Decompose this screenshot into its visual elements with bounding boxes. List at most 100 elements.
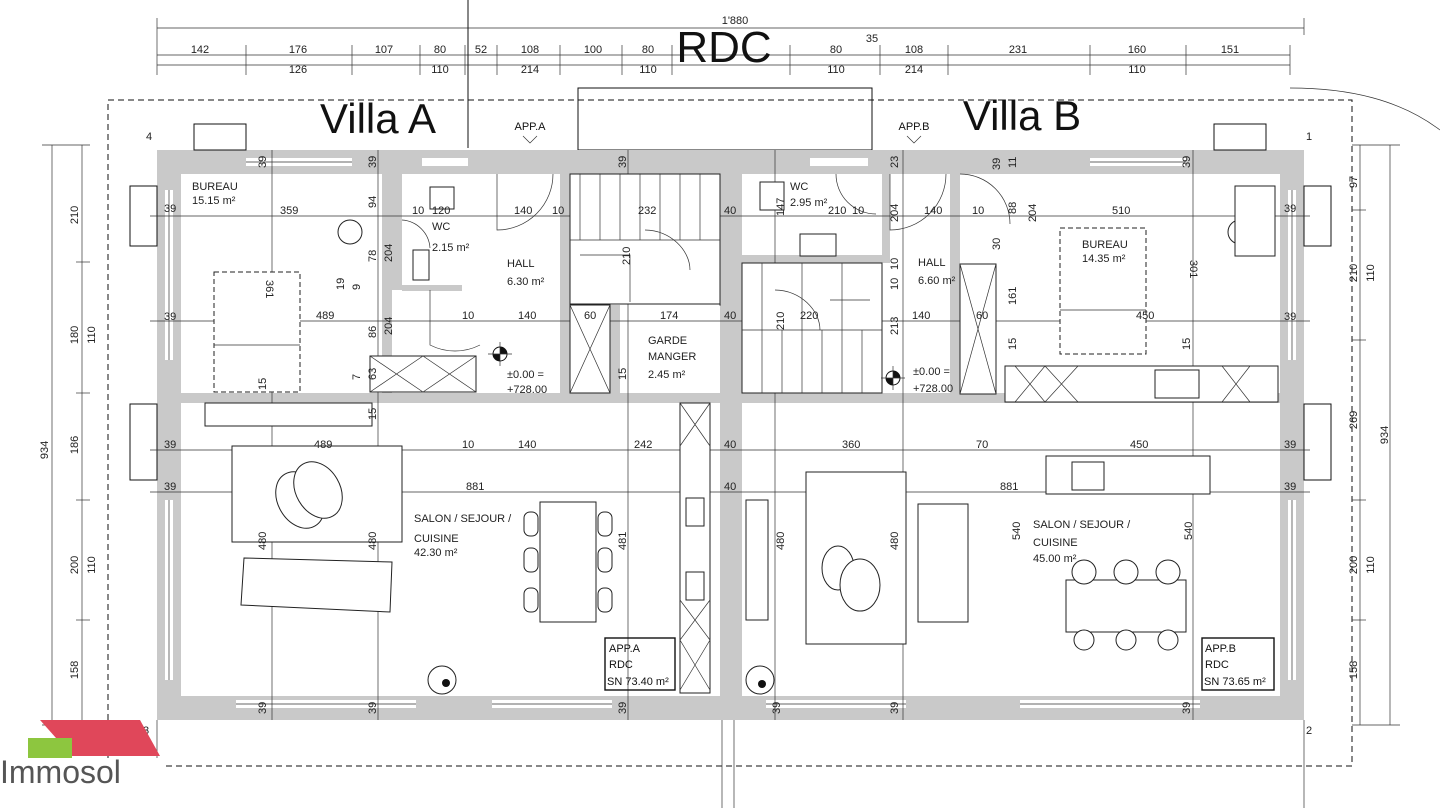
corner-number: 2 [1306, 725, 1312, 737]
dim-label: 140 [924, 205, 942, 217]
left-dim: 200 [69, 556, 81, 574]
dim-label: 7 [351, 374, 363, 380]
dim-label: 39 [164, 311, 176, 323]
dim-label: 39 [1284, 481, 1296, 493]
dim-label: 174 [660, 310, 678, 322]
dim-label: 204 [889, 204, 901, 222]
corner-number: 1 [1306, 131, 1312, 143]
dim-label: 450 [1136, 310, 1154, 322]
level-b-line2: +728.00 [913, 383, 953, 395]
dim-label: 361 [263, 280, 275, 298]
entrance-a-arrow [522, 135, 538, 144]
plot-boundary [107, 99, 1353, 767]
level-marker-a [488, 342, 512, 366]
room-bureau-b-area: 14.35 m² [1082, 253, 1126, 265]
porch-outline [577, 87, 873, 151]
dim-label: 11 [1007, 157, 1019, 168]
dim-label: 360 [842, 439, 860, 451]
window-lines [168, 161, 1293, 705]
villa-b-title: Villa B [963, 92, 1081, 139]
dim-label: 140 [514, 205, 532, 217]
terrace-lines [156, 720, 1305, 808]
overall-width-dim: 1'880 [722, 15, 749, 27]
dim-label: 10 [852, 205, 864, 217]
dim-label: 40 [724, 481, 736, 493]
room-wc-a-area: 2.15 m² [432, 242, 470, 254]
dim-label: 40 [724, 310, 736, 322]
room-wc-b-name: WC [790, 181, 808, 193]
summary-box-a: APP.A RDC SN 73.40 m² [604, 637, 676, 691]
dim-label: 140 [518, 310, 536, 322]
dim-label: 15 [367, 408, 379, 420]
room-salon-b-name1: SALON / SEJOUR / [1033, 519, 1131, 531]
dim-label: 15 [1007, 338, 1019, 350]
dim-label: 213 [889, 317, 901, 335]
dim-label: 140 [518, 439, 536, 451]
entrance-a-label: APP.A [515, 121, 547, 133]
dim-label: 204 [383, 244, 395, 262]
top-dim: 80 [434, 44, 446, 56]
dim-label: 78 [367, 250, 379, 262]
room-garde-name1: GARDE [648, 335, 687, 347]
right-dimension-chain [1352, 144, 1400, 726]
dim-label: 23 [889, 156, 901, 168]
dim-label: 450 [1130, 439, 1148, 451]
dim-label: 120 [432, 205, 450, 217]
dim-label: 39 [164, 203, 176, 215]
summary-a-line2: RDC [609, 659, 633, 671]
top-dim: 80 [830, 44, 842, 56]
room-wc-b-area: 2.95 m² [790, 197, 828, 209]
dim-label: 359 [280, 205, 298, 217]
dim-label: 204 [1027, 204, 1039, 222]
summary-a-line1: APP.A [609, 643, 641, 655]
dim-label: 40 [724, 205, 736, 217]
dim-label: 39 [164, 439, 176, 451]
top-dim: 126 [289, 64, 307, 76]
top-dim: 110 [827, 64, 845, 76]
left-dim: 210 [69, 206, 81, 224]
top-dim: 110 [1128, 64, 1146, 76]
left-dim: 158 [69, 661, 81, 679]
dim-label: 540 [1011, 522, 1023, 540]
right-dim: 97 [1348, 176, 1360, 188]
room-salon-b-area: 45.00 m² [1033, 553, 1077, 565]
room-bureau-a-name: BUREAU [192, 181, 238, 193]
dim-label: 161 [1007, 287, 1019, 305]
dim-label: 39 [367, 156, 379, 168]
dim-label: 210 [828, 205, 846, 217]
room-garde-name2: MANGER [648, 351, 696, 363]
dim-label: 242 [634, 439, 652, 451]
top-dim: 110 [639, 64, 657, 76]
dim-label: 39 [771, 702, 783, 714]
room-hall-a-area: 6.30 m² [507, 276, 545, 288]
top-dim: 231 [1009, 44, 1027, 56]
dim-label: 39 [164, 481, 176, 493]
dim-label: 10 [972, 205, 984, 217]
dim-label: 489 [316, 310, 334, 322]
logo-text: Immosol [0, 754, 121, 790]
right-dim: 210 [1348, 264, 1360, 282]
room-bureau-a-area: 15.15 m² [192, 195, 236, 207]
top-dim: 151 [1221, 44, 1239, 56]
dim-label: 301 [1187, 260, 1199, 278]
room-wc-a-name: WC [432, 221, 450, 233]
summary-b-line1: APP.B [1205, 643, 1236, 655]
dim-label: 480 [775, 532, 787, 550]
dim-label: 39 [617, 156, 629, 168]
dim-label: 489 [314, 439, 332, 451]
dim-label: 10 [412, 205, 424, 217]
dim-label: 60 [976, 310, 988, 322]
top-dim: 107 [375, 44, 393, 56]
room-bureau-b-name: BUREAU [1082, 239, 1128, 251]
summary-b-line2: RDC [1205, 659, 1229, 671]
dim-label: 220 [800, 310, 818, 322]
dim-label: 39 [1181, 156, 1193, 168]
room-salon-b-name2: CUISINE [1033, 537, 1078, 549]
dim-label: 210 [621, 247, 633, 265]
dim-label: 39 [991, 158, 1003, 170]
top-dim: 214 [905, 64, 923, 76]
level-a-line1: ±0.00 = [507, 369, 544, 381]
room-salon-a-area: 42.30 m² [414, 547, 458, 559]
dim-label: 10 [462, 310, 474, 322]
